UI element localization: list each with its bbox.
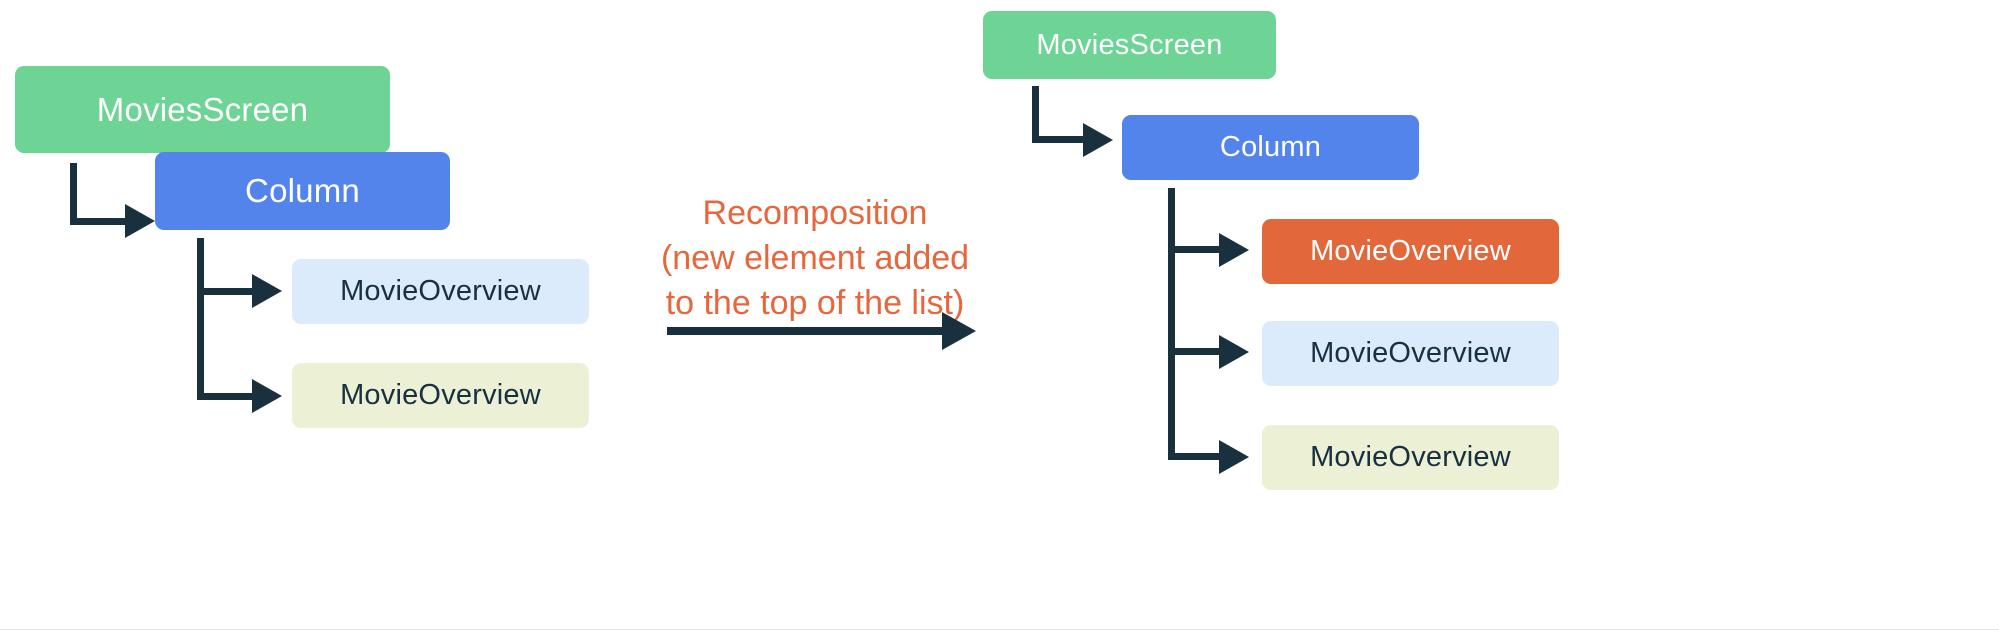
- before-node-column-label: Column: [245, 172, 360, 209]
- after-connector-branch-1: [1168, 348, 1226, 355]
- after-arrowhead-movie-overview-1: [1219, 335, 1249, 369]
- before-arrowhead-movie-overview-1: [252, 274, 282, 308]
- before-node-movie-overview-1-label: MovieOverview: [340, 275, 541, 307]
- after-connector-screen-to-column-horizontal: [1032, 136, 1090, 143]
- before-connector-screen-to-column-vertical: [70, 163, 77, 225]
- after-node-movie-overview-2-label: MovieOverview: [1310, 441, 1511, 473]
- after-connector-branch-2: [1168, 453, 1226, 460]
- transition-arrow-head: [942, 312, 976, 350]
- before-node-movies-screen-label: MoviesScreen: [96, 90, 309, 128]
- after-arrowhead-to-column: [1083, 123, 1113, 157]
- before-arrowhead-to-column: [125, 204, 155, 238]
- transition-arrow-shaft: [667, 327, 944, 335]
- before-node-movies-screen[interactable]: MoviesScreen: [15, 66, 390, 153]
- before-arrowhead-movie-overview-2: [252, 379, 282, 413]
- after-node-movie-overview-1[interactable]: MovieOverview: [1262, 321, 1559, 386]
- before-node-movie-overview-2-label: MovieOverview: [340, 379, 541, 411]
- before-connector-branch-1: [197, 288, 259, 295]
- before-node-movie-overview-2[interactable]: MovieOverview: [292, 363, 589, 428]
- before-connector-column-trunk: [197, 238, 204, 400]
- after-node-movies-screen[interactable]: MoviesScreen: [983, 11, 1276, 79]
- after-node-movie-overview-1-label: MovieOverview: [1310, 337, 1511, 369]
- recomposition-label: Recomposition (new element added to the …: [660, 194, 970, 322]
- before-node-column[interactable]: Column: [155, 152, 450, 230]
- after-node-movies-screen-label: MoviesScreen: [1036, 28, 1223, 61]
- after-connector-branch-new: [1168, 246, 1226, 253]
- after-connector-column-trunk: [1168, 188, 1175, 460]
- after-node-column[interactable]: Column: [1122, 115, 1419, 180]
- before-node-movie-overview-1[interactable]: MovieOverview: [292, 259, 589, 324]
- bottom-divider: [0, 629, 1999, 630]
- after-arrowhead-movie-overview-2: [1219, 440, 1249, 474]
- before-connector-screen-to-column-horizontal: [70, 218, 132, 225]
- after-node-movie-overview-new-label: MovieOverview: [1310, 235, 1511, 267]
- after-node-movie-overview-new[interactable]: MovieOverview: [1262, 219, 1559, 284]
- after-connector-screen-to-column-vertical: [1032, 86, 1039, 142]
- after-node-column-label: Column: [1219, 131, 1322, 163]
- after-arrowhead-movie-overview-new: [1219, 233, 1249, 267]
- after-node-movie-overview-2[interactable]: MovieOverview: [1262, 425, 1559, 490]
- before-connector-branch-2: [197, 393, 259, 400]
